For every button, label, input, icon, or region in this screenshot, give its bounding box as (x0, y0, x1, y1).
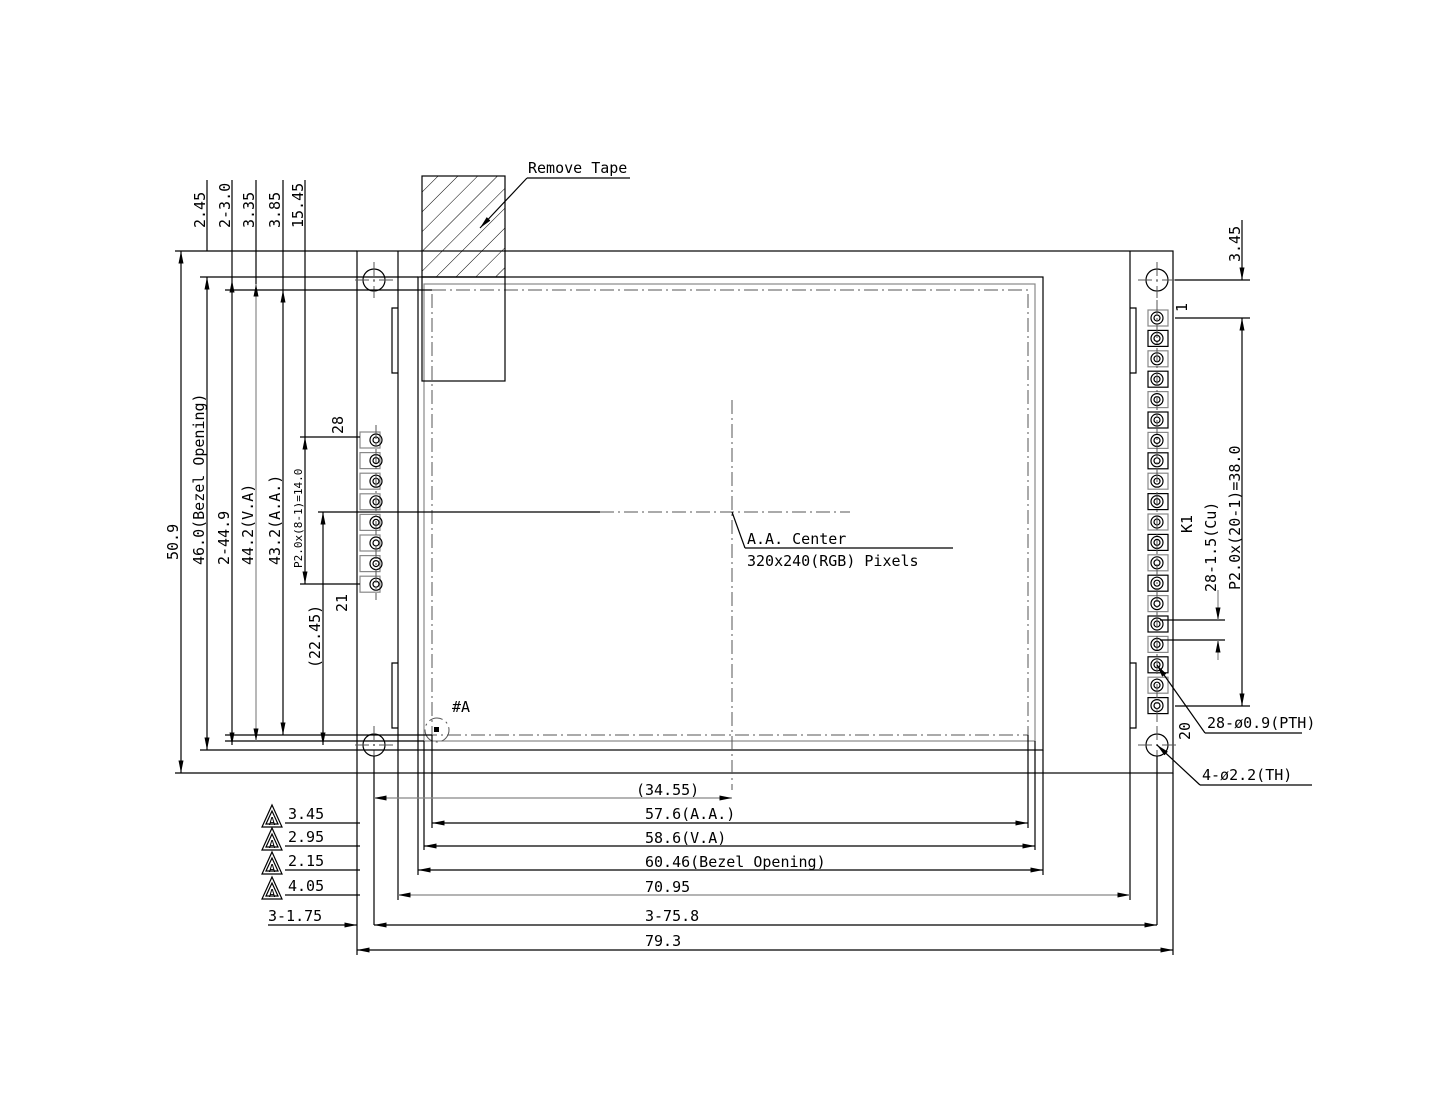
pin-pad (1147, 329, 1169, 347)
pin-pad (1147, 676, 1169, 694)
dim-60-46: 60.46(Bezel Opening) (645, 853, 826, 871)
dim-top-3: 3.85 (266, 192, 284, 228)
dim-3-1-75: 3-1.75 (268, 907, 322, 925)
pin-pad (1147, 452, 1169, 470)
k1-label: K1 (1178, 515, 1196, 533)
revision-mark: A (269, 838, 276, 851)
dim-top-0: 2.45 (191, 192, 209, 228)
pin-pad (1147, 370, 1169, 388)
dim-50-9: 50.9 (164, 524, 182, 560)
dim-top-4: 15.45 (289, 183, 307, 228)
pin-pad (359, 431, 381, 449)
dim-3-75-8: 3-75.8 (645, 907, 699, 925)
pin-pad (1147, 594, 1169, 613)
revision-triangle-icon (261, 875, 283, 900)
pin-pad (359, 513, 381, 532)
pin-21-label: 21 (333, 594, 351, 612)
dim-top-1: 2-3.0 (216, 183, 234, 228)
revision-mark: A (269, 887, 276, 900)
pin-pad (1147, 513, 1169, 531)
dim-46-0: 46.0(Bezel Opening) (190, 393, 208, 565)
mounting-holes (355, 262, 1176, 764)
pin-pad (1147, 615, 1169, 633)
pin-pad (1147, 574, 1169, 592)
dim-pitch-20: P2.0x(20-1)=38.0 (1226, 446, 1244, 591)
aa-center: A.A. Center 320x240(RGB) Pixels #A (424, 400, 953, 790)
pth-label: 28-ø0.9(PTH) (1207, 714, 1315, 732)
pin-pad (1147, 472, 1169, 490)
pin-pad (1147, 431, 1169, 449)
revision-mark: A (269, 815, 276, 828)
dim-3-45: 3.45 (1226, 226, 1244, 262)
dim-cu: 28-1.5(Cu) (1202, 502, 1220, 592)
pin-1-label: 1 (1173, 303, 1191, 312)
pin-pad (1147, 493, 1169, 511)
offset-dim: 3.45 (288, 805, 324, 823)
mark-a-label: #A (452, 698, 470, 716)
dim-58-6: 58.6(V.A) (645, 829, 726, 847)
pin-pad (1147, 309, 1169, 327)
pin-pad (1147, 554, 1169, 572)
dim-2-44-9: 2-44.9 (215, 511, 233, 565)
dim-top-2: 3.35 (240, 192, 258, 228)
dim-57-6: 57.6(A.A.) (645, 805, 735, 823)
bezel-opening (417, 276, 1044, 751)
dim-79-3: 79.3 (645, 932, 681, 950)
connector-left-pins (359, 425, 383, 600)
pixels-label: 320x240(RGB) Pixels (747, 552, 919, 570)
pin-pad (359, 452, 381, 470)
pin-pad (359, 534, 381, 552)
offset-dim: 2.95 (288, 828, 324, 846)
left-dimensions: 50.9 46.0(Bezel Opening) 2-44.9 44.2(V.A… (164, 180, 600, 774)
pin-pad (1147, 696, 1169, 715)
pin-pad (1147, 391, 1169, 409)
right-dimensions: 3.45 1 20 K1 28-1.5(Cu) P2.0x(20-1)=38.0… (1156, 220, 1315, 786)
th-label: 4-ø2.2(TH) (1202, 766, 1292, 784)
pin-pad (1147, 635, 1169, 654)
dim-34-55: (34.55) (636, 781, 699, 799)
pin-pad (1147, 350, 1169, 368)
pin-pad (1147, 533, 1169, 552)
revision-mark: A (269, 862, 276, 875)
pin-pad (359, 554, 381, 573)
revision-triangle-icon (261, 850, 283, 875)
revision-triangle-icon (261, 826, 283, 851)
dim-22-45: (22.45) (306, 605, 324, 668)
offset-dim: 4.05 (288, 877, 324, 895)
offset-dim: 2.15 (288, 852, 324, 870)
dim-44-2: 44.2(V.A) (239, 484, 257, 565)
pin-pad (359, 472, 381, 490)
pin-28-label: 28 (329, 416, 347, 434)
pin-pad (359, 493, 381, 511)
dim-pitch-8: P2.0x(8-1)=14.0 (292, 469, 305, 568)
dim-70-95: 70.95 (645, 878, 690, 896)
bottom-dimensions: (34.55) 57.6(A.A.) 58.6(V.A) 60.46(Bezel… (261, 735, 1174, 955)
remove-tape-label: Remove Tape (528, 159, 627, 177)
pin-pad (1147, 411, 1169, 429)
aa-center-label: A.A. Center (747, 530, 846, 548)
dim-43-2: 43.2(A.A.) (266, 475, 284, 565)
connector-k1-pins (1147, 300, 1169, 725)
remove-tape: Remove Tape (421, 159, 630, 382)
pin-20-label: 20 (1176, 722, 1194, 740)
